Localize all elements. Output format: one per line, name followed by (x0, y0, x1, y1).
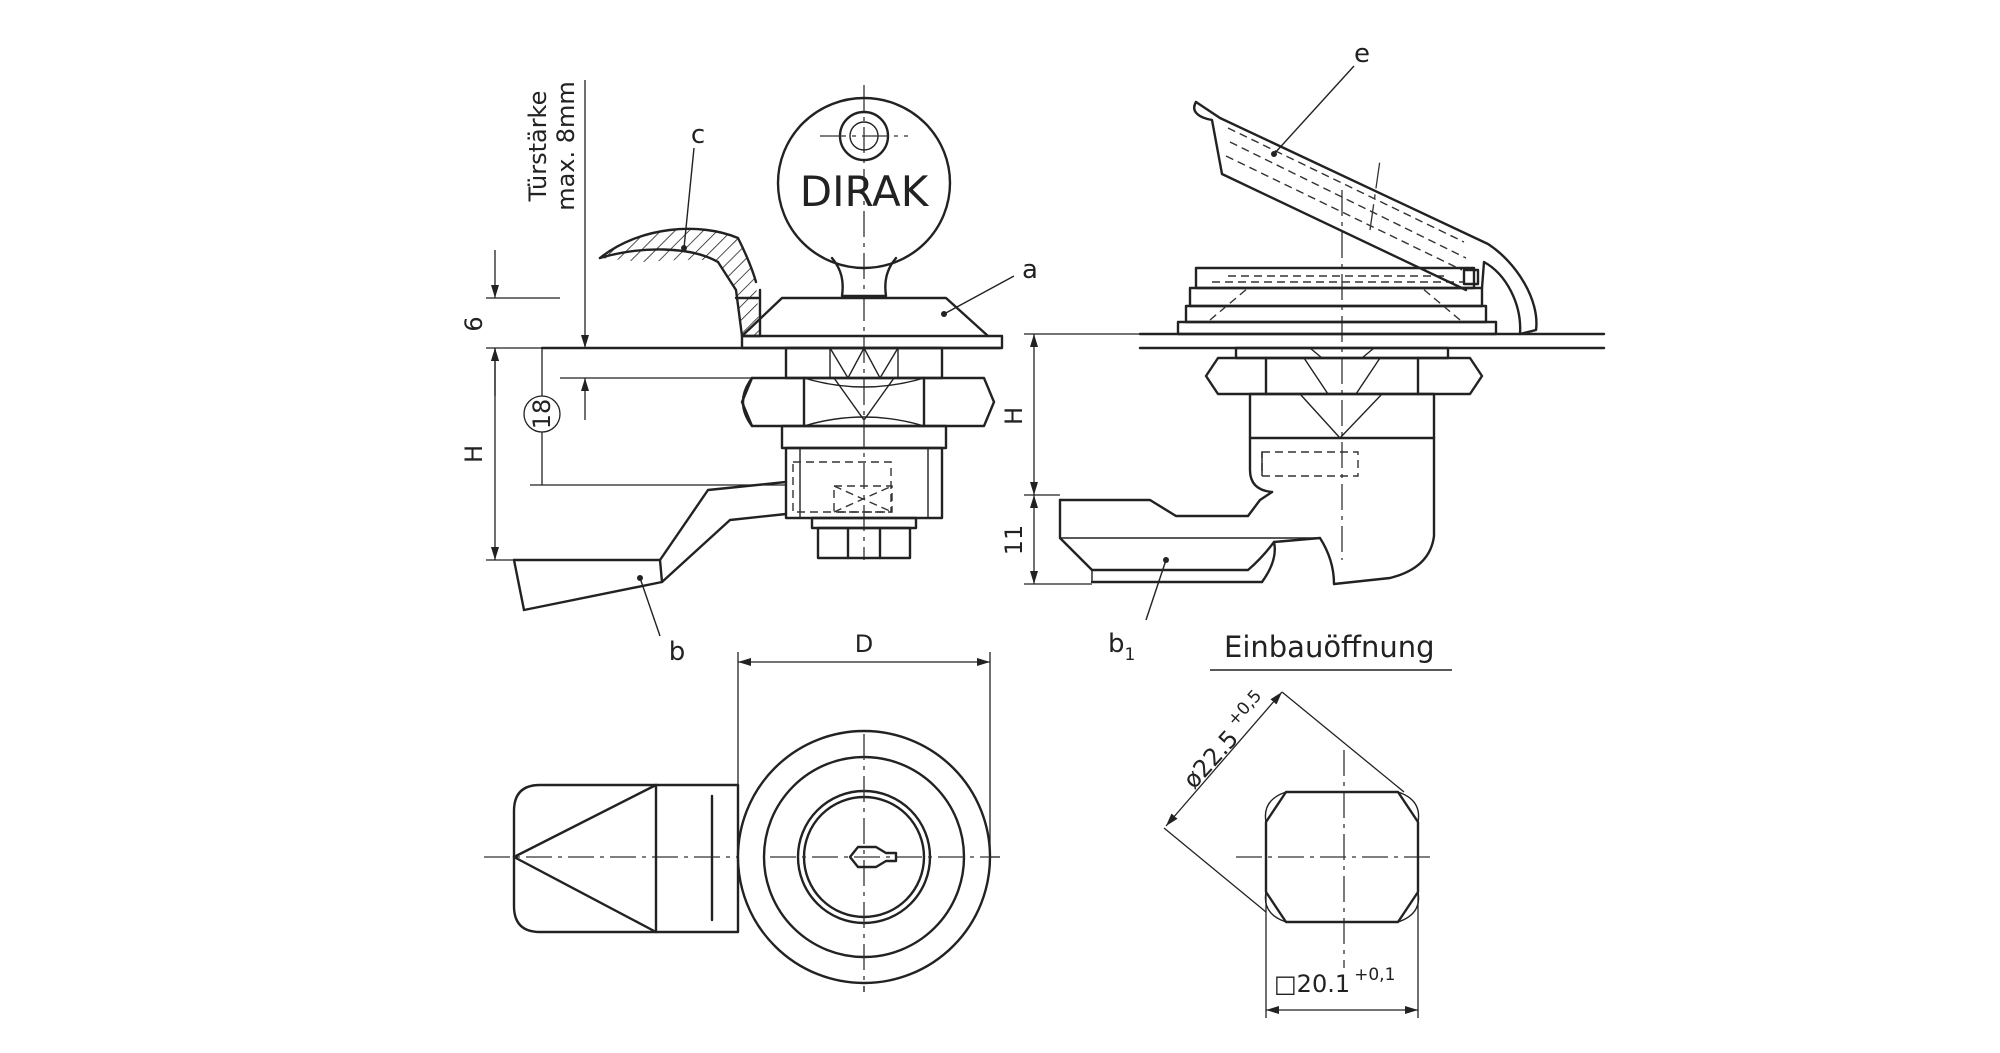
leaders-left: c a b (637, 120, 1038, 667)
hex-nut (740, 376, 996, 428)
side-view-right: H 11 e b1 (1000, 39, 1606, 665)
dimensions-left: 6 H 18 Türstärke max. 8mm (460, 80, 786, 561)
dim-diameter: ø22.5+0,5 (1174, 686, 1276, 794)
bottom-nut (810, 516, 918, 560)
bezel (740, 296, 1004, 350)
dim-6-label: 6 (460, 316, 488, 331)
dim-square-tol: +0,1 (1354, 965, 1395, 985)
cutout-title: Einbauöffnung (1224, 630, 1435, 664)
dim-square-value: □20.1 (1274, 970, 1350, 998)
label-a: a (1022, 255, 1038, 285)
top-view: D (484, 630, 1000, 992)
open-lid (1193, 100, 1538, 336)
mounting-cutout: Einbauöffnung ø22.5+0,5 □20.1+0,1 (1163, 630, 1452, 1018)
label-e: e (1354, 39, 1370, 69)
label-b1: b1 (1108, 629, 1135, 665)
cover-handle (598, 227, 762, 338)
leaders-right: e b1 (1108, 39, 1370, 665)
dim-18-label: 18 (528, 399, 556, 430)
key: DIRAK (776, 96, 952, 298)
label-c: c (691, 120, 705, 150)
front-view-left: DIRAK (460, 80, 1038, 667)
label-b: b (669, 637, 686, 667)
dim-diameter-tol: +0,5 (1224, 686, 1266, 730)
cam-b (512, 480, 788, 612)
dim-diameter-value: ø22.5 (1178, 725, 1244, 794)
key-brand-text: DIRAK (800, 167, 930, 216)
door-thickness-line1: Türstärke (524, 91, 552, 203)
dim-D-label: D (855, 630, 873, 658)
lock-body-side (1248, 392, 1436, 586)
label-b1-main: b (1108, 629, 1125, 659)
door-thickness-line2: max. 8mm (552, 81, 580, 211)
dim-11-label: 11 (1000, 525, 1028, 556)
cam-b1 (1058, 490, 1336, 586)
label-b1-sub: 1 (1125, 645, 1136, 665)
bezel-side (1176, 266, 1498, 336)
dim-square: □20.1+0,1 (1274, 965, 1395, 998)
dim-H-right-label: H (1000, 407, 1028, 425)
dim-H-left-label: H (460, 445, 488, 463)
hex-nut-side (1204, 346, 1484, 396)
dimensions-right: H 11 (1000, 333, 1140, 585)
